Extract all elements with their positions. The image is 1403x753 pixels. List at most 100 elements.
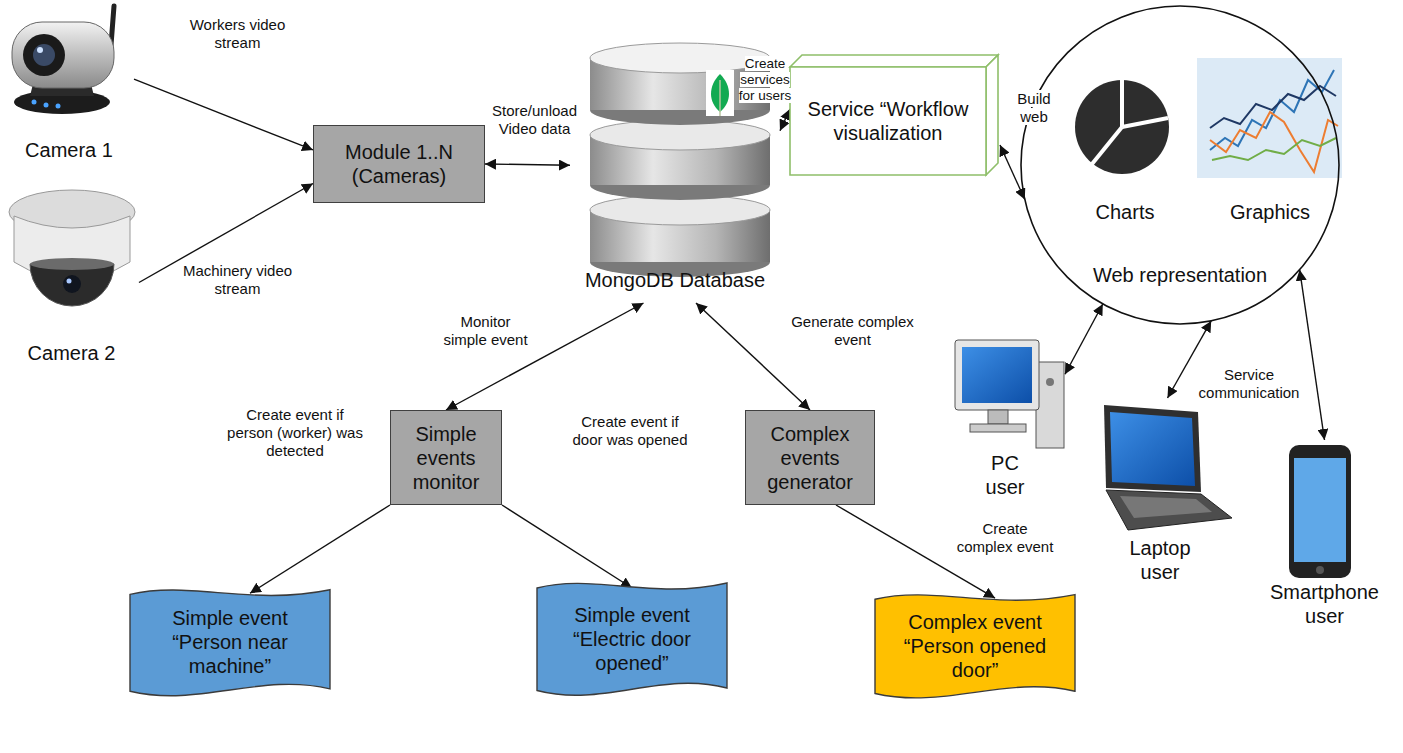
node-text-block: Camera 1 <box>4 138 134 162</box>
ptz-camera-icon <box>44 103 49 108</box>
ptz-camera-icon <box>37 47 43 53</box>
laptop-icon <box>1104 405 1232 530</box>
node-label: Simple events monitor <box>397 422 495 494</box>
desktop-pc-icon <box>1036 362 1064 448</box>
edge-label-text: Build web <box>1017 90 1050 125</box>
node-label: Smartphone user <box>1260 580 1390 628</box>
event-document: Simple event “Electric door opened” <box>537 578 727 703</box>
node-label: PC user <box>974 451 1036 499</box>
process-box: Complex events generator <box>745 410 875 505</box>
node-text: Web representation <box>1020 263 1340 287</box>
dome-camera-icon <box>30 258 114 270</box>
node-text-block: Simple event “Electric door opened” <box>551 603 713 675</box>
edge-label-text: Create event if door was opened <box>572 413 687 448</box>
web-circle: Web representationChartsGraphics <box>1020 5 1340 325</box>
cube-face <box>986 55 998 175</box>
node-label: Camera 2 <box>4 341 139 365</box>
node-text: Camera 2 <box>4 341 139 365</box>
edge-label-text: Store/unload Video data <box>492 102 577 137</box>
node-text-block: Complex events generator <box>752 422 868 494</box>
document-outline <box>537 583 727 695</box>
edge-label: Create complex event <box>955 520 1055 556</box>
node-text: Complex event “Person opened door” <box>875 590 1075 705</box>
node-text-block: Service “Workflow visualization <box>798 97 978 145</box>
edge-label: Create event if person (worker) was dete… <box>225 406 365 460</box>
connector-arrow <box>1300 270 1325 440</box>
chart-node: Charts <box>1065 70 1185 240</box>
pie-chart-icon <box>1092 127 1122 164</box>
edge-label: Machinery video stream <box>180 262 295 298</box>
node-text: MongoDB Database <box>570 268 780 292</box>
edge-label: Create event if door was opened <box>570 413 690 449</box>
dome-camera-icon <box>63 275 81 293</box>
dome-camera-icon <box>67 279 72 284</box>
desktop-pc-icon <box>955 340 1039 410</box>
node-text: Graphics <box>1195 200 1345 224</box>
user-device: PC user <box>945 333 1065 498</box>
database-cylinder-icon <box>719 80 721 116</box>
event-document: Complex event “Person opened door” <box>875 590 1075 705</box>
edge-label: Service communication <box>1195 366 1303 402</box>
pie-chart-icon <box>1075 78 1169 174</box>
edge-label: Workers video stream <box>180 16 295 52</box>
node-text: Simple event “Electric door opened” <box>537 578 727 703</box>
line-graph-icon <box>1197 58 1342 178</box>
edge-label-text: Service communication <box>1199 366 1300 401</box>
pie-chart-icon <box>1122 118 1168 127</box>
laptop-icon <box>1110 412 1195 486</box>
node-text: Simple event “Person near machine” <box>130 585 330 703</box>
node-label: Complex event “Person opened door” <box>889 610 1061 682</box>
ptz-camera-icon <box>33 44 55 66</box>
camera-node: Camera 2 <box>4 185 139 380</box>
line-graph-icon <box>1210 86 1336 128</box>
node-label: Graphics <box>1195 200 1345 224</box>
laptop-icon <box>1104 405 1201 492</box>
desktop-pc-icon <box>988 410 1008 424</box>
node-label: Service “Workflow visualization <box>798 97 978 145</box>
node-text: Camera 1 <box>4 138 134 162</box>
node-text: Charts <box>1065 200 1185 224</box>
node-label: Laptop user <box>1115 536 1205 584</box>
event-document: Simple event “Person near machine” <box>130 585 330 703</box>
document-outline <box>875 595 1075 698</box>
line-graph-icon <box>1197 58 1342 178</box>
cube-face <box>790 55 998 67</box>
node-label: Web representation <box>1020 263 1340 287</box>
user-device: Laptop user <box>1085 398 1235 603</box>
node-text-block: Web representation <box>1020 263 1340 287</box>
node-text: PC user <box>974 451 1036 499</box>
desktop-pc-icon <box>1046 378 1054 386</box>
ptz-camera-icon <box>32 100 37 105</box>
laptop-icon <box>1120 496 1212 518</box>
laptop-icon <box>1106 490 1232 530</box>
ptz-camera-icon <box>12 6 114 114</box>
process-box: Simple events monitor <box>390 410 502 505</box>
camera-node: Camera 1 <box>4 0 134 176</box>
dome-camera-icon <box>9 190 135 306</box>
desktop-pc-icon <box>955 340 1064 448</box>
connector-arrow <box>485 164 570 165</box>
edge-label: Monitor simple event <box>438 313 533 349</box>
node-text-block: PC user <box>974 451 1036 499</box>
dome-camera-icon <box>30 264 114 306</box>
document-outline <box>130 590 330 696</box>
edge-label-text: Workers video stream <box>190 16 286 51</box>
node-text: Laptop user <box>1115 536 1205 584</box>
node-text: Simple events monitor <box>391 411 501 504</box>
graphic-node: Graphics <box>1195 55 1345 240</box>
ptz-camera-icon <box>23 34 65 76</box>
node-text: Module 1..N (Cameras) <box>314 126 484 202</box>
connector-arrow <box>502 505 632 588</box>
edge-label-text: Create complex event <box>957 520 1054 555</box>
node-text: Service “Workflow visualization <box>790 67 986 175</box>
edge-label: Build web <box>1008 90 1060 126</box>
edge-label-text: Monitor simple event <box>443 313 527 348</box>
user-device: Smartphone user <box>1252 440 1397 640</box>
service-box: Service “Workflow visualization <box>790 55 1000 175</box>
cube-face <box>790 67 986 175</box>
line-graph-icon <box>1212 138 1336 160</box>
desktop-pc-icon <box>962 347 1032 403</box>
connector-arrow <box>780 109 790 131</box>
node-text-block: Module 1..N (Cameras) <box>320 140 478 188</box>
